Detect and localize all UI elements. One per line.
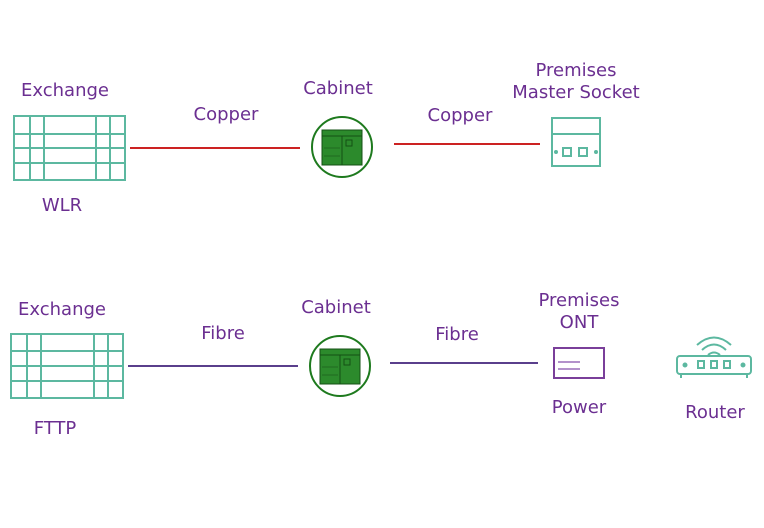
copper-label-left: Copper — [193, 104, 259, 125]
exchange-label-top: Exchange — [21, 80, 109, 101]
exchange-icon — [13, 115, 126, 181]
premises-label-top: Premises — [535, 60, 617, 81]
ont-label: ONT — [559, 312, 599, 333]
fibre-label-right: Fibre — [435, 324, 479, 345]
router-label: Router — [685, 402, 745, 423]
fttp-label: FTTP — [33, 418, 77, 439]
wlr-label: WLR — [41, 195, 83, 216]
cabinet-icon — [309, 335, 371, 397]
exchange-icon — [10, 333, 124, 399]
ont-icon — [553, 347, 605, 379]
copper-label-right: Copper — [427, 105, 493, 126]
cabinet-label-bottom: Cabinet — [301, 297, 371, 318]
power-label: Power — [551, 397, 607, 418]
premises-label-bottom: Premises — [538, 290, 620, 311]
cabinet-icon — [311, 116, 373, 178]
fibre-label-left: Fibre — [201, 323, 245, 344]
exchange-label-bottom: Exchange — [18, 299, 106, 320]
router-icon — [676, 336, 752, 378]
cabinet-label-top: Cabinet — [303, 78, 373, 99]
master-socket-label: Master Socket — [512, 82, 640, 103]
master-socket-icon — [551, 117, 601, 167]
